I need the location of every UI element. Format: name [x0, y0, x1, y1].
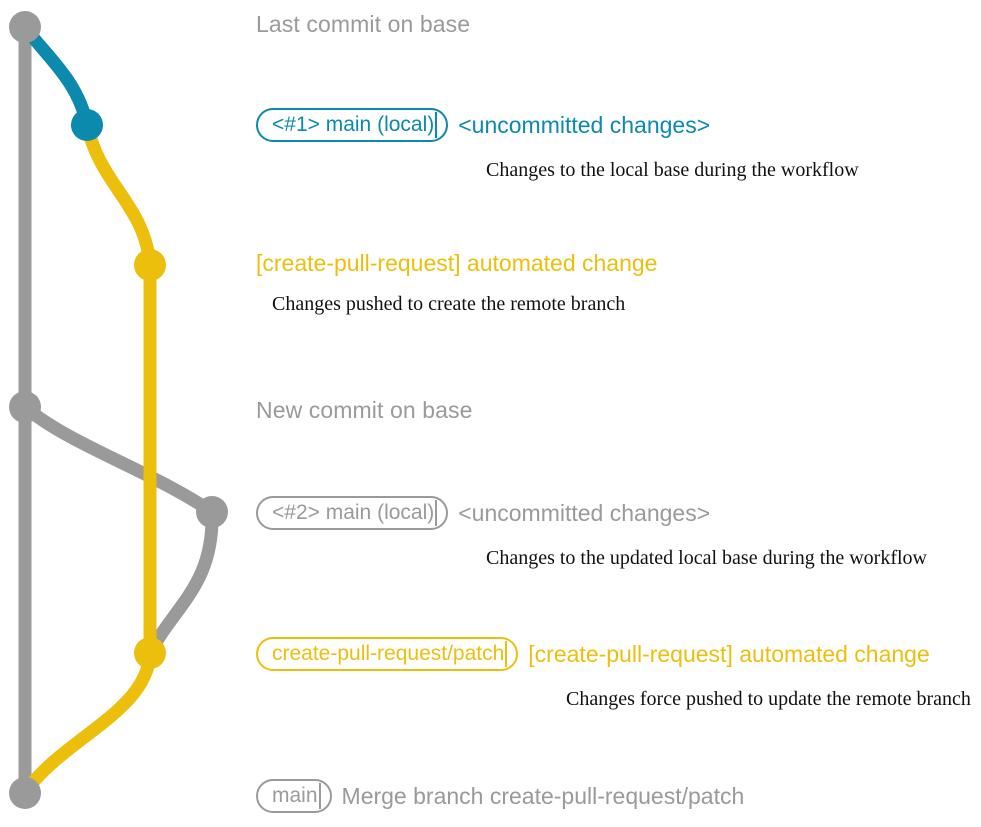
row-remote-create-branch: [create-pull-request] automated change C… [256, 252, 657, 315]
row-main-line: main Merge branch create-pull-request/pa… [256, 779, 744, 813]
ref-pill-local-2[interactable]: <#2> main (local) [256, 496, 449, 530]
row-main-line: Last commit on base [256, 13, 470, 36]
row-main-line: create-pull-request/patch [create-pull-r… [256, 637, 930, 671]
commit-note-wrap: Changes force pushed to update the remot… [566, 689, 971, 710]
commit-note-wrap: Changes pushed to create the remote bran… [272, 294, 625, 315]
row-merge-commit: main Merge branch create-pull-request/pa… [256, 779, 744, 813]
commit-subject: Last commit on base [256, 11, 471, 37]
row-remote-force-push: create-pull-request/patch [create-pull-r… [256, 637, 971, 710]
edge-patch-to-merge [18, 646, 157, 800]
ref-pill-main[interactable]: main [256, 779, 332, 813]
ref-pill-create-pull-request-patch[interactable]: create-pull-request/patch [256, 637, 519, 671]
commit-note-wrap: Changes to the updated local base during… [486, 548, 927, 569]
node-local-1[interactable] [71, 109, 103, 141]
node-base-new[interactable] [9, 391, 41, 423]
edge-base-to-local1 [18, 20, 94, 132]
node-base-merge[interactable] [9, 777, 41, 809]
commit-note: Changes to the local base during the wor… [486, 159, 859, 181]
commit-subject: <uncommitted changes> [458, 499, 711, 526]
commit-note-wrap: Changes to the local base during the wor… [486, 160, 859, 181]
row-new-commit-on-base: New commit on base [256, 399, 473, 422]
edge-local2-to-patch [143, 505, 219, 660]
node-base-last[interactable] [9, 11, 41, 43]
node-local-2[interactable] [196, 496, 228, 528]
row-main-line: New commit on base [256, 399, 473, 422]
row-main-line: [create-pull-request] automated change [256, 252, 657, 275]
ref-pill-label: create-pull-request/patch [272, 641, 505, 665]
row-local-uncommitted-2: <#2> main (local) <uncommitted changes> … [256, 496, 927, 569]
commit-subject: [create-pull-request] automated change [528, 640, 930, 667]
ref-pill-local-1[interactable]: <#1> main (local) [256, 108, 449, 142]
commit-note: Changes to the updated local base during… [486, 547, 927, 569]
node-remote-create[interactable] [134, 249, 166, 281]
commit-subject: [create-pull-request] automated change [256, 250, 658, 276]
commit-note: Changes pushed to create the remote bran… [272, 293, 626, 315]
ref-pill-label: <#2> main (local) [272, 500, 435, 524]
row-last-commit-on-base: Last commit on base [256, 13, 470, 36]
ref-pill-label: <#1> main (local) [272, 112, 435, 136]
commit-subject: Merge branch create-pull-request/patch [341, 782, 745, 809]
edge-local1-to-remote [80, 118, 157, 272]
ref-pill-label: main [272, 783, 318, 807]
row-main-line: <#1> main (local) <uncommitted changes> [256, 108, 710, 142]
commit-subject: <uncommitted changes> [458, 111, 711, 138]
commit-nodes [9, 11, 228, 809]
row-main-line: <#2> main (local) <uncommitted changes> [256, 496, 710, 530]
edge-base-to-local2 [18, 400, 219, 519]
commit-subject: New commit on base [256, 397, 473, 423]
node-remote-patch[interactable] [134, 637, 166, 669]
commit-note: Changes force pushed to update the remot… [566, 688, 971, 710]
row-local-uncommitted-1: <#1> main (local) <uncommitted changes> … [256, 108, 859, 181]
